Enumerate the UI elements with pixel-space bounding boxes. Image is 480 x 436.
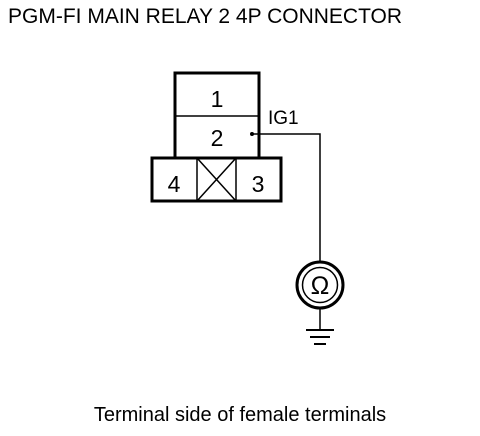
- ohmmeter-outer-ring: [295, 260, 345, 310]
- connector-4p: [150, 71, 283, 203]
- terminal-4-label: 4: [168, 171, 181, 197]
- ground-icon: [306, 329, 334, 345]
- blank-cavity-cross-b: [196, 157, 237, 202]
- ohmmeter: Ω: [295, 260, 345, 310]
- ohmmeter-inner-ring: [301, 266, 339, 304]
- probe-wire: [252, 133, 321, 330]
- probe-contact-dot: [250, 132, 254, 136]
- wire-label-ig1: IG1: [268, 108, 299, 129]
- diagram-title: PGM-FI MAIN RELAY 2 4P CONNECTOR: [8, 5, 403, 28]
- diagram-caption: Terminal side of female terminals: [93, 404, 387, 426]
- ohm-symbol-icon: Ω: [311, 272, 330, 300]
- terminal-2-label: 2: [211, 125, 224, 151]
- terminal-1-label: 1: [211, 86, 224, 112]
- terminal-3-label: 3: [252, 171, 265, 197]
